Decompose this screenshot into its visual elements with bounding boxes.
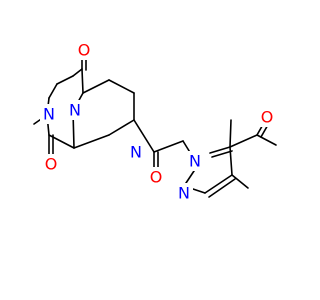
bond <box>133 119 155 153</box>
oxygen-atom-o2: O <box>42 154 60 174</box>
bond <box>208 178 236 198</box>
bond <box>48 83 58 99</box>
atom-symbol: O <box>150 168 163 187</box>
bond <box>108 119 135 136</box>
atom-label-layer: O N N O O N O N <box>40 40 276 203</box>
bond <box>73 134 110 149</box>
bond <box>81 68 84 94</box>
atom-symbol: N <box>43 105 55 124</box>
bond <box>82 79 110 94</box>
atom-symbol: N <box>69 101 81 120</box>
bond <box>108 79 135 94</box>
bond <box>256 134 277 146</box>
bond <box>231 174 249 189</box>
bond <box>153 140 184 153</box>
nitrogen-atom-n5: N <box>175 183 193 203</box>
molecule-structure-diagram: O N N O O N O N <box>33 40 277 203</box>
oxygen-atom-o4: O <box>258 107 276 127</box>
nitrogen-atom-n1: N <box>40 104 58 124</box>
atom-symbol: N <box>130 143 142 162</box>
nitrogen-atom-n4: N <box>186 151 204 171</box>
nitrogen-atom-n2: N <box>66 100 84 120</box>
atom-symbol: O <box>78 41 91 60</box>
bond <box>72 68 83 77</box>
bond <box>229 119 232 148</box>
bond-layer <box>33 49 277 198</box>
atom-symbol: N <box>178 184 190 203</box>
nitrogen-atom-n3: N <box>127 142 145 162</box>
oxygen-atom-o1: O <box>75 40 93 60</box>
bond <box>209 146 231 154</box>
bond <box>211 150 233 158</box>
bond <box>56 75 74 85</box>
atom-symbol: O <box>45 155 58 174</box>
atom-symbol: O <box>261 108 274 127</box>
atom-symbol: N <box>189 152 201 171</box>
oxygen-atom-o3: O <box>147 167 165 187</box>
bond <box>229 134 258 148</box>
bond <box>204 174 233 194</box>
